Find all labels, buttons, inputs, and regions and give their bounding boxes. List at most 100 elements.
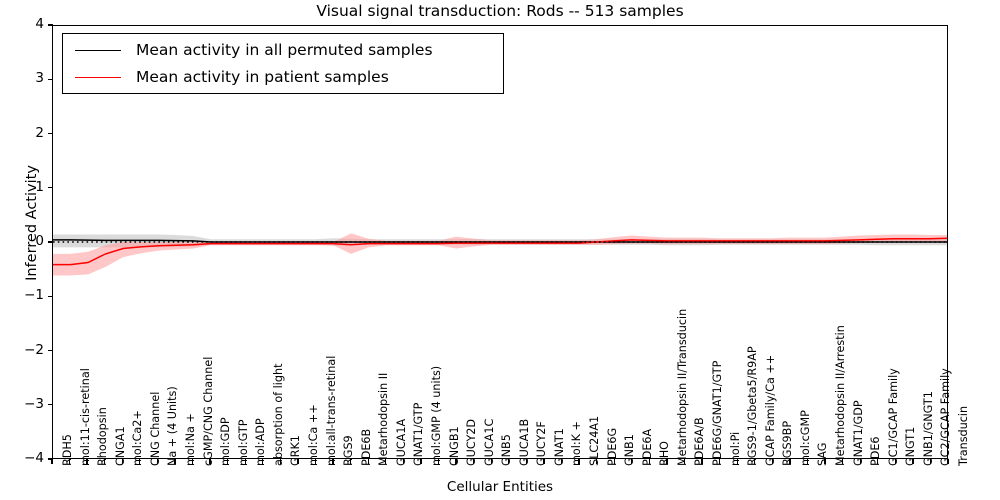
x-tick-label: absorption of light bbox=[271, 363, 285, 466]
x-tick-mark bbox=[262, 459, 264, 464]
y-tick-label: −4 bbox=[24, 450, 44, 466]
x-tick-label: mol:GMP (4 units) bbox=[429, 365, 443, 466]
x-tick-mark bbox=[508, 459, 510, 464]
x-tick-mark bbox=[385, 459, 387, 464]
x-tick-mark bbox=[104, 459, 106, 464]
x-tick-label: mol:Pi bbox=[728, 431, 742, 466]
x-tick-mark bbox=[437, 459, 440, 464]
x-tick-label: SLC24A1 bbox=[588, 415, 602, 466]
x-tick-label: mol:GTP bbox=[236, 419, 250, 466]
legend-item-patient: Mean activity in patient samples bbox=[71, 64, 389, 90]
x-tick-mark bbox=[806, 459, 809, 464]
x-tick-mark bbox=[841, 459, 844, 464]
x-tick-label: GNAT1/GTP bbox=[412, 402, 426, 466]
x-tick-label: Metarhodopsin II/Transducin bbox=[675, 308, 689, 466]
x-tick-label: GNAT1/GDP bbox=[851, 400, 865, 466]
x-tick-mark bbox=[455, 459, 457, 464]
x-tick-mark bbox=[472, 459, 475, 464]
legend-swatch-line-patient bbox=[75, 76, 121, 78]
x-tick-mark bbox=[754, 459, 756, 464]
y-tick-label: 3 bbox=[35, 70, 44, 87]
x-tick-mark bbox=[314, 459, 317, 464]
x-tick-label: mol:K + bbox=[570, 421, 584, 466]
x-tick-label: mol:cGMP bbox=[798, 410, 812, 466]
x-tick-label: RGS9BP bbox=[781, 420, 795, 466]
legend-item-permuted: Mean activity in all permuted samples bbox=[71, 37, 433, 63]
x-tick-label: RHO bbox=[658, 441, 672, 466]
x-tick-label: GNB1/GNGT1 bbox=[921, 391, 935, 466]
x-tick-mark bbox=[789, 459, 791, 464]
x-tick-mark bbox=[51, 459, 53, 464]
x-tick-label: GNAT1 bbox=[552, 428, 566, 466]
x-tick-mark bbox=[279, 459, 282, 464]
y-axis-label: Inferred Activity bbox=[24, 165, 40, 281]
x-tick-label: PDE6G bbox=[605, 427, 619, 466]
x-tick-label: mol:all-trans-retinal bbox=[324, 355, 338, 466]
x-tick-label: Transducin bbox=[957, 405, 970, 466]
x-tick-mark bbox=[666, 459, 668, 464]
x-tick-label: GNGT1 bbox=[904, 426, 918, 466]
x-tick-mark bbox=[736, 459, 738, 464]
x-tick-mark bbox=[771, 459, 773, 464]
y-tick-label: −3 bbox=[24, 395, 44, 412]
x-tick-label: GUCA1C bbox=[482, 418, 496, 466]
legend-label-permuted: Mean activity in all permuted samples bbox=[136, 41, 433, 59]
chart-canvas bbox=[53, 233, 947, 276]
x-tick-label: CNGA1 bbox=[113, 426, 127, 466]
x-tick-mark bbox=[824, 459, 826, 464]
x-tick-label: PDE6G/GNAT1/GTP bbox=[711, 360, 725, 466]
x-tick-mark bbox=[683, 459, 686, 464]
x-tick-mark bbox=[543, 459, 545, 464]
x-tick-label: PDE6A bbox=[640, 428, 654, 466]
x-axis-label: Cellular Entities bbox=[446, 479, 554, 495]
x-tick-label: GUCA1B bbox=[517, 418, 531, 466]
x-tick-label: mol:Ca ++ bbox=[306, 404, 320, 466]
x-tick-mark bbox=[877, 459, 879, 464]
x-tick-label: mol:GDP bbox=[219, 417, 233, 466]
x-tick-mark bbox=[297, 459, 299, 464]
x-tick-mark bbox=[701, 459, 703, 464]
x-tick-label: GC1/GCAP Family bbox=[886, 368, 900, 466]
series-line-patient bbox=[53, 237, 947, 266]
x-tick-mark bbox=[332, 459, 334, 464]
x-tick-mark bbox=[859, 459, 861, 464]
x-tick-mark bbox=[139, 459, 141, 464]
x-tick-mark bbox=[121, 459, 123, 464]
x-tick-mark bbox=[367, 459, 369, 464]
x-tick-label: RGS9-1/Gbeta5/R9AP bbox=[746, 346, 760, 466]
x-tick-label: RGS9 bbox=[342, 435, 356, 466]
x-tick-mark bbox=[595, 459, 598, 464]
x-tick-label: PDE6B bbox=[359, 428, 373, 466]
x-tick-label: mol:ADP bbox=[254, 418, 268, 466]
x-tick-mark bbox=[86, 459, 88, 464]
x-tick-mark bbox=[174, 459, 176, 464]
x-tick-label: GUCA1A bbox=[394, 418, 408, 466]
x-tick-mark bbox=[68, 459, 71, 464]
x-tick-label: Metarhodopsin II/Arrestin bbox=[834, 325, 848, 466]
x-tick-label: PDE6A/B bbox=[693, 417, 707, 466]
x-tick-label: GNB1 bbox=[623, 434, 637, 466]
x-tick-label: CNG Channel bbox=[148, 391, 162, 466]
x-tick-label: mol:Na + bbox=[183, 413, 197, 466]
x-tick-label: cGMP/CNG Channel bbox=[201, 356, 215, 466]
x-tick-mark bbox=[631, 459, 633, 464]
x-tick-label: GUCY2D bbox=[465, 418, 479, 466]
x-tick-mark bbox=[244, 459, 246, 464]
x-tick-mark bbox=[209, 459, 211, 464]
x-tick-mark bbox=[350, 459, 352, 464]
x-tick-mark bbox=[420, 459, 422, 464]
x-tick-label: SAG bbox=[816, 442, 830, 466]
x-tick-label: RDH5 bbox=[61, 434, 74, 466]
x-tick-mark bbox=[912, 459, 914, 464]
x-tick-mark bbox=[402, 459, 405, 464]
x-tick-mark bbox=[227, 459, 229, 464]
legend-label-patient: Mean activity in patient samples bbox=[136, 68, 389, 86]
x-tick-mark bbox=[578, 459, 580, 464]
x-tick-mark bbox=[947, 459, 949, 464]
x-tick-mark bbox=[613, 459, 615, 464]
x-tick-mark bbox=[560, 459, 563, 464]
x-tick-mark bbox=[191, 459, 194, 464]
chart-legend: Mean activity in all permuted samples Me… bbox=[62, 33, 504, 94]
x-tick-label: GC2/GCAP Family bbox=[939, 368, 953, 466]
